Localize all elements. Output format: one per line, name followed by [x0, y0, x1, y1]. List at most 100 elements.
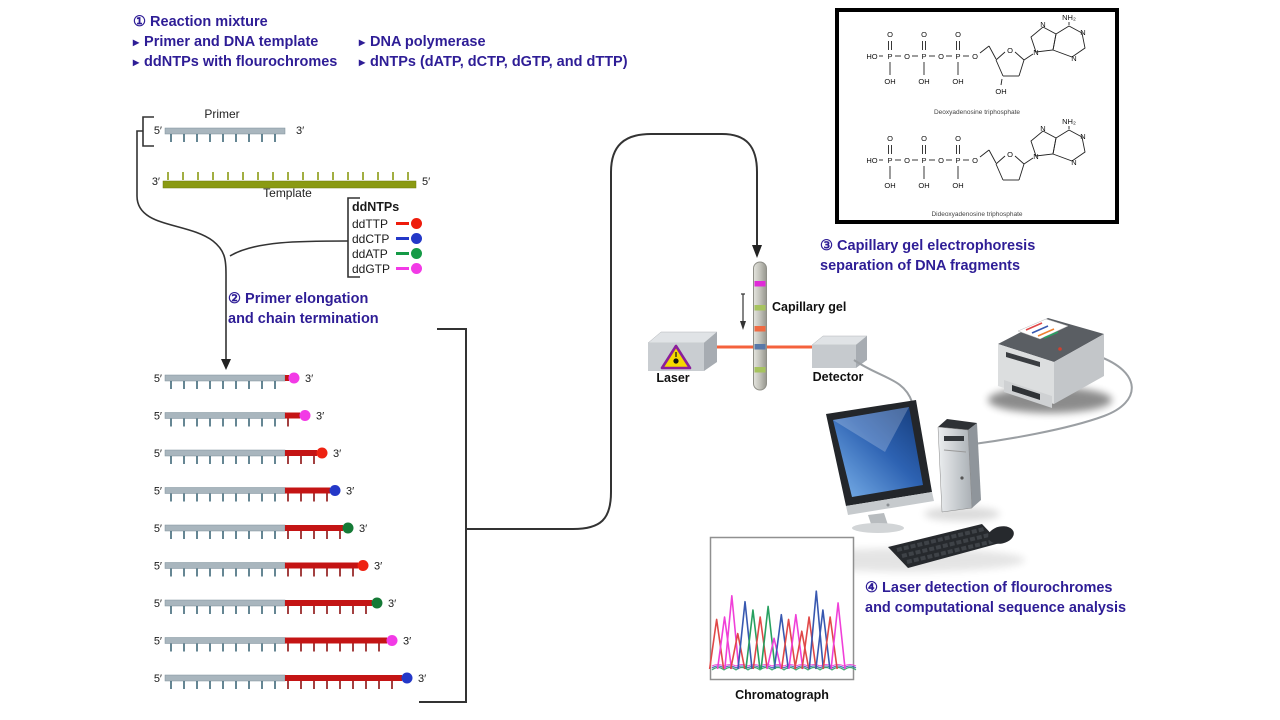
step1-block: ① Reaction mixture ▸ Primer and DNA temp…: [133, 12, 628, 72]
svg-text:3′: 3′: [374, 561, 382, 573]
ddntp-dash: [396, 222, 409, 225]
svg-text:5′: 5′: [422, 176, 430, 188]
svg-text:N: N: [1071, 54, 1076, 63]
terminator-dot: [386, 635, 398, 646]
step2-number: ②: [228, 291, 241, 307]
ladder-bracket: [419, 328, 467, 703]
ddntp-item: ddCTP: [352, 231, 422, 246]
svg-text:OH: OH: [918, 181, 929, 190]
detector-label: Detector: [812, 370, 864, 384]
svg-text:HO: HO: [866, 52, 877, 61]
svg-text:O: O: [887, 30, 893, 39]
ddntp-dot-icon: [411, 263, 422, 274]
svg-text:3′: 3′: [333, 448, 341, 460]
primer-label: Primer: [204, 107, 240, 121]
ddntp-dot-icon: [411, 233, 422, 244]
gel-band: [754, 305, 766, 311]
step1-number: ①: [133, 14, 146, 30]
svg-text:O: O: [938, 52, 944, 61]
svg-text:NH₂: NH₂: [1062, 13, 1076, 22]
svg-text:3′: 3′: [346, 486, 354, 498]
ddntp-dash: [396, 267, 409, 270]
step3-number: ③: [820, 238, 833, 254]
chem-caption: Deoxyadenosine triphosphate: [934, 109, 1020, 116]
gel-band: [754, 367, 766, 373]
ddntp-item: ddGTP: [352, 261, 422, 276]
ddntp-label: ddCTP: [352, 231, 390, 246]
svg-text:3′: 3′: [418, 673, 426, 685]
svg-text:P: P: [921, 156, 926, 165]
chromatogram-peak: [724, 595, 740, 670]
loop-arrowhead: [752, 245, 762, 258]
svg-text:O: O: [1007, 150, 1013, 159]
svg-text:O: O: [955, 30, 961, 39]
template-strand: 3′5′: [152, 172, 430, 189]
bullet-icon: ▸: [359, 55, 366, 69]
ddntp-label: ddTTP: [352, 216, 389, 231]
ddntp-dash: [396, 252, 409, 255]
step1-bullets: ▸ Primer and DNA template ▸ DNA polymera…: [133, 32, 628, 72]
fragment-row: 5′3′: [154, 447, 341, 464]
terminator-dot: [371, 597, 383, 609]
capillary-tube: [740, 261, 767, 391]
bullet-item: ▸ DNA polymerase: [359, 34, 486, 50]
chromatogram-peak: [822, 616, 838, 670]
svg-text:5′: 5′: [154, 561, 162, 573]
step1-title: ① Reaction mixture: [133, 14, 268, 30]
svg-text:P: P: [887, 52, 892, 61]
ddntps-bracket: [347, 197, 360, 278]
svg-text:5′: 5′: [154, 523, 162, 535]
svg-text:N: N: [1033, 48, 1038, 57]
ddntp-item: ddATP: [352, 246, 422, 261]
connector-lines: [136, 116, 758, 703]
step2-block: ② Primer elongation and chain terminatio…: [228, 291, 379, 327]
ddntp-item: ddTTP: [352, 216, 422, 231]
svg-text:O: O: [972, 52, 978, 61]
tower-pc: [937, 419, 981, 513]
svg-text:O: O: [972, 156, 978, 165]
svg-text:NH₂: NH₂: [1062, 117, 1076, 126]
svg-text:OH: OH: [995, 87, 1006, 96]
gel-band: [754, 281, 766, 287]
fragment-row: 5′ 3′: [154, 522, 367, 539]
svg-text:P: P: [887, 156, 892, 165]
terminator-dot: [299, 410, 311, 421]
step3-block: ③ Capillary gel electrophoresis separati…: [820, 238, 1036, 274]
svg-text:O: O: [955, 134, 961, 143]
ddntp-dash: [396, 237, 409, 240]
svg-text:5′: 5′: [154, 636, 162, 648]
svg-text:N: N: [1040, 20, 1045, 29]
terminator-dot: [357, 560, 369, 571]
bullet-item: ▸ dNTPs (dATP, dCTP, dGTP, and dTTP): [359, 54, 628, 70]
svg-text:3′: 3′: [359, 523, 367, 535]
svg-text:3′: 3′: [388, 598, 396, 610]
svg-text:HO: HO: [866, 156, 877, 165]
chromatograph-plot: [708, 536, 857, 681]
chromatograph-label: Chromatograph: [735, 688, 829, 702]
svg-text:O: O: [1007, 46, 1013, 55]
chromatogram-peak: [760, 605, 776, 670]
bullet-icon: ▸: [133, 55, 140, 69]
gel-band: [754, 344, 766, 350]
svg-text:5′: 5′: [154, 125, 162, 137]
template-label: Template: [263, 186, 312, 200]
svg-text:3′: 3′: [403, 636, 411, 648]
svg-text:O: O: [887, 134, 893, 143]
migration-arrow-icon: [740, 321, 746, 330]
chromatogram-peak: [830, 602, 846, 670]
fragment-row: 5′3′: [154, 597, 396, 614]
bullet-icon: ▸: [133, 35, 140, 49]
svg-text:OH: OH: [884, 77, 895, 86]
monitor-screen: [833, 407, 923, 497]
svg-text:N: N: [1080, 132, 1085, 141]
ddntp-dot-icon: [411, 218, 422, 229]
svg-text:OH: OH: [952, 77, 963, 86]
chromatogram-peak: [793, 630, 810, 670]
svg-text:O: O: [904, 52, 910, 61]
terminator-dot: [329, 485, 341, 496]
svg-text:P: P: [955, 52, 960, 61]
capillary-loop-line: [466, 133, 758, 530]
